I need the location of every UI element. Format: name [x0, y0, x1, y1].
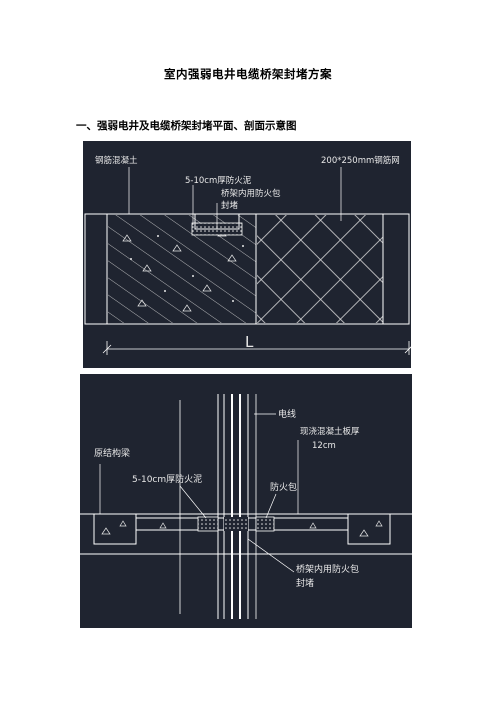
section-heading: 一、强弱电井及电缆桥架封堵平面、剖面示意图: [76, 120, 297, 132]
label-bag-line1: 桥架内用防火包: [221, 188, 281, 199]
label-tray-line1: 桥架内用防火包: [296, 563, 359, 575]
firestop-mortar-section: [197, 516, 219, 532]
label-slab-line2: 12cm: [312, 441, 336, 451]
label-concrete: 钢筋混凝土: [95, 155, 138, 166]
label-mortar-section: 5-10cm厚防火泥: [132, 473, 202, 485]
label-fire-bag: 防火包: [270, 481, 297, 493]
mesh-hatch: [257, 215, 383, 323]
label-slab-line1: 现浇混凝土板厚: [300, 426, 360, 437]
label-mortar: 5-10cm厚防火泥: [185, 175, 252, 186]
label-mesh: 200*250mm钢筋网: [321, 155, 400, 166]
label-tray-line2: 封堵: [296, 577, 314, 589]
label-bag-line2: 封堵: [221, 200, 239, 211]
tray-firebag-fill: [224, 517, 248, 531]
beam-right: [347, 513, 391, 545]
plan-view-drawing: 钢筋混凝土 200*250mm钢筋网 5-10cm厚防火泥 桥架内用防火包 封堵…: [83, 141, 411, 368]
slab-outline: [84, 213, 410, 325]
fire-bag-section: [255, 516, 275, 532]
document-title: 室内强弱电井电缆桥架封堵方案: [164, 67, 332, 81]
plan-view-svg: 钢筋混凝土 200*250mm钢筋网 5-10cm厚防火泥 桥架内用防火包 封堵…: [84, 155, 411, 355]
label-cable: 电线: [278, 408, 296, 420]
section-view-drawing: 电线 现浇混凝土板厚 12cm 原结构梁 5-10cm厚防火泥 防火包 桥架内用…: [80, 374, 412, 628]
label-beam: 原结构梁: [94, 447, 130, 459]
beam-left: [93, 513, 137, 545]
dimension-label: L: [245, 333, 254, 351]
section-view-svg: 电线 现浇混凝土板厚 12cm 原结构梁 5-10cm厚防火泥 防火包 桥架内用…: [80, 394, 412, 619]
